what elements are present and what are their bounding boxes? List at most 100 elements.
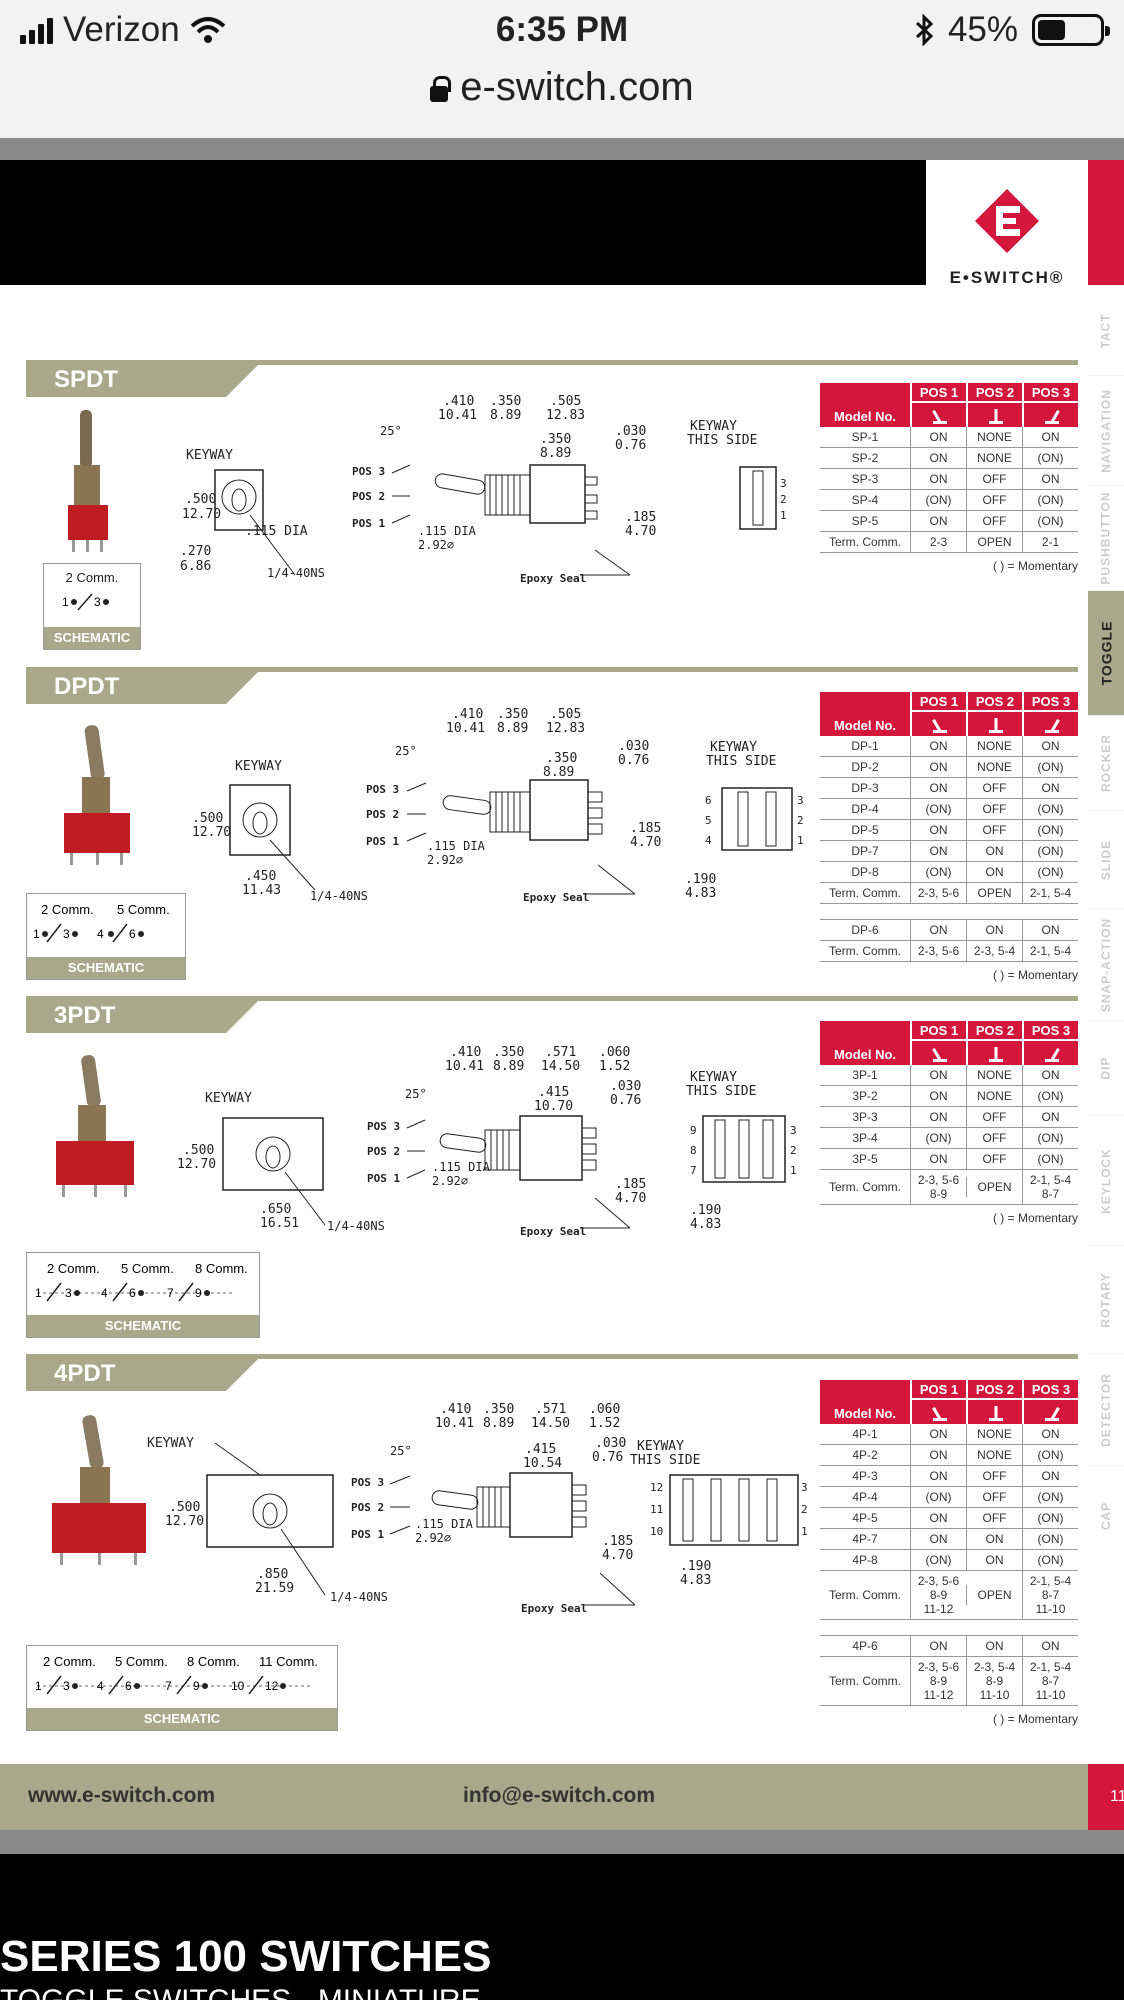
lever-position-icon	[932, 718, 947, 733]
svg-text:1/4-40NS: 1/4-40NS	[330, 1590, 388, 1604]
table-cell: SP-3	[851, 472, 879, 486]
svg-text:THIS SIDE: THIS SIDE	[687, 433, 757, 448]
svg-text:14.50: 14.50	[531, 1416, 570, 1431]
svg-text:10.41: 10.41	[446, 721, 485, 736]
table-cell: ON	[910, 1508, 966, 1528]
table-cell: OFF	[966, 1487, 1022, 1507]
svg-text:.270: .270	[180, 544, 211, 559]
svg-text:KEYWAY: KEYWAY	[637, 1439, 684, 1454]
table-cell: ON	[910, 1086, 966, 1106]
side-tab-navigation[interactable]: NAVIGATION	[1088, 375, 1124, 485]
side-tab-rocker[interactable]: ROCKER	[1088, 715, 1124, 810]
table-cell: Term. Comm.	[829, 944, 901, 958]
table-row: SP-4(ON)OFF(ON)	[820, 490, 1078, 511]
page-number: 11	[1088, 1764, 1124, 1830]
side-tab-slide[interactable]: SLIDE	[1088, 810, 1124, 908]
keyway-label: KEYWAY	[186, 448, 233, 463]
svg-text:8.89: 8.89	[490, 408, 521, 423]
svg-text:1: 1	[790, 1164, 797, 1177]
toggle-photo-3pdt	[56, 1055, 134, 1197]
svg-text:.505: .505	[550, 707, 581, 722]
lever-position-icon	[932, 1406, 947, 1421]
lock-icon	[430, 76, 452, 102]
side-tab-keylock[interactable]: KEYLOCK	[1088, 1115, 1124, 1245]
side-tab-label: TACT	[1098, 312, 1113, 349]
table-cell: OFF	[966, 1508, 1022, 1528]
svg-text:KEYWAY: KEYWAY	[147, 1436, 194, 1451]
table-cell: SP-4	[851, 493, 879, 507]
svg-text:5 Comm.: 5 Comm.	[115, 1654, 168, 1669]
table-cell: 2-3, 5-6 8-9	[910, 1170, 966, 1204]
side-tab-toggle[interactable]: TOGGLE	[1088, 590, 1124, 715]
svg-text:POS 2: POS 2	[352, 490, 385, 503]
table-cell: NONE	[966, 736, 1022, 756]
side-tab-detector[interactable]: DETECTOR	[1088, 1353, 1124, 1465]
side-tab-snap-action[interactable]: SNAP-ACTION	[1088, 908, 1124, 1020]
table-cell: 2-3, 5-4	[966, 941, 1022, 961]
svg-text:3: 3	[790, 1124, 797, 1137]
svg-text:.350: .350	[546, 751, 577, 766]
footer-email-link[interactable]: info@e-switch.com	[463, 1784, 655, 1807]
address-bar[interactable]: e-switch.com	[0, 60, 1124, 138]
lever-position-icon	[1045, 1047, 1060, 1062]
schematic-label: SCHEMATIC	[27, 957, 185, 979]
svg-text:Epoxy Seal: Epoxy Seal	[520, 572, 586, 585]
svg-text:1.52: 1.52	[589, 1416, 620, 1431]
svg-text:12.70: 12.70	[192, 825, 231, 840]
svg-text:.410: .410	[440, 1402, 471, 1417]
svg-text:12: 12	[650, 1481, 663, 1494]
table-cell: ON	[966, 1550, 1022, 1570]
svg-text:2.92⌀: 2.92⌀	[432, 1174, 468, 1188]
svg-text:2 Comm.: 2 Comm.	[43, 1654, 96, 1669]
svg-text:25°: 25°	[390, 1444, 412, 1458]
table-cell: OFF	[966, 799, 1022, 819]
table-cell: 3P-1	[852, 1068, 878, 1082]
svg-text:POS 3: POS 3	[352, 465, 385, 478]
svg-text:3: 3	[63, 1679, 70, 1693]
side-tab-tact[interactable]: TACT	[1088, 285, 1124, 375]
side-tab-dip[interactable]: DIP	[1088, 1020, 1124, 1115]
logo-text: E•SWITCH®	[949, 268, 1065, 287]
svg-text:2: 2	[790, 1144, 797, 1157]
table-cell: (ON)	[1022, 1487, 1078, 1507]
table-cell: 2-1, 5-4 8-7	[1022, 1170, 1078, 1204]
next-page-subtitle: TOGGLE SWITCHES - MINIATURE	[0, 1984, 481, 2000]
svg-text:.185: .185	[602, 1534, 633, 1549]
svg-text:.500: .500	[192, 811, 223, 826]
table-cell: NONE	[966, 1086, 1022, 1106]
header-red-strip	[1088, 160, 1124, 285]
svg-text:KEYWAY: KEYWAY	[690, 419, 737, 434]
table-cell: 2-1, 5-4	[1022, 941, 1078, 961]
pos2-header: POS 2	[966, 692, 1022, 736]
svg-text:6: 6	[129, 927, 136, 941]
table-cell: OFF	[966, 1149, 1022, 1169]
svg-text:12: 12	[265, 1679, 279, 1693]
svg-text:.060: .060	[589, 1402, 620, 1417]
table-cell: NONE	[966, 427, 1022, 447]
svg-text:.650: .650	[260, 1202, 291, 1217]
footer-website-link[interactable]: www.e-switch.com	[28, 1784, 216, 1807]
svg-text:.350: .350	[483, 1402, 514, 1417]
brand-logo[interactable]: E•SWITCH®	[926, 160, 1088, 287]
table-cell: 4P-8	[852, 1553, 878, 1567]
side-tab-cap[interactable]: CAP	[1088, 1465, 1124, 1565]
table-cell: DP-2	[851, 760, 879, 774]
svg-text:3: 3	[63, 927, 70, 941]
svg-text:.190: .190	[690, 1203, 721, 1218]
svg-text:3: 3	[65, 1286, 72, 1300]
side-tab-pushbutton[interactable]: PUSHBUTTON	[1088, 485, 1124, 590]
svg-text:POS 1: POS 1	[366, 835, 399, 848]
svg-text:2: 2	[780, 493, 787, 506]
table-cell: OFF	[966, 778, 1022, 798]
side-tab-rotary[interactable]: ROTARY	[1088, 1245, 1124, 1353]
svg-text:25°: 25°	[380, 424, 402, 438]
page-footer: www.e-switch.com info@e-switch.com	[0, 1764, 1088, 1830]
